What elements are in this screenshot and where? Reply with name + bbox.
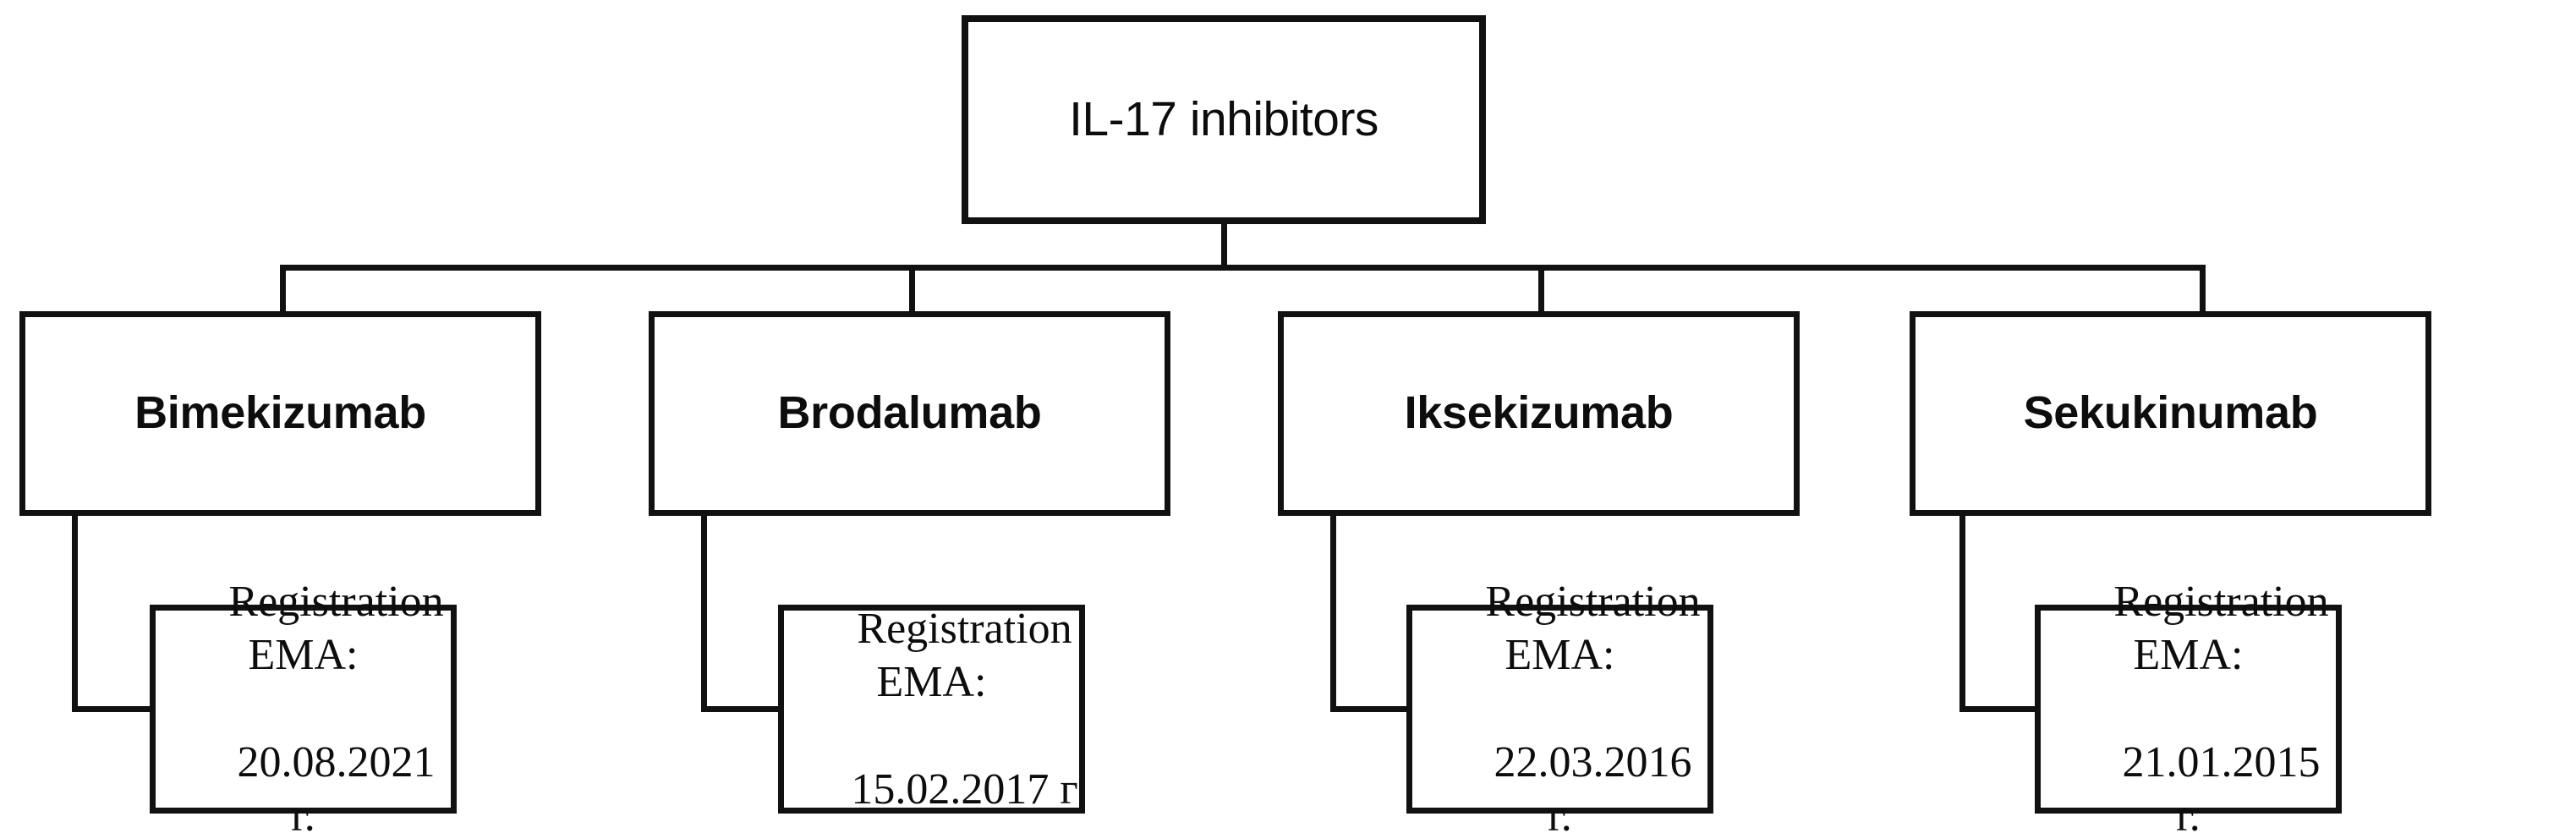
registration-title: Registration EMA: (1485, 577, 1723, 680)
connector-elbow-vertical-sekukinumab (1959, 512, 1965, 712)
node-root-label: IL-17 inhibitors (1069, 91, 1378, 146)
node-drug-label: Iksekizumab (1404, 387, 1674, 439)
node-drug-brodalumab: Brodalumab (649, 311, 1170, 516)
node-registration-bimekizumab: Registration EMA: 20.08.2021 г. (150, 578, 457, 833)
registration-title: Registration EMA: (857, 604, 1083, 707)
node-drug-label: Brodalumab (777, 387, 1042, 439)
registration-date: 22.03.2016 г. (1494, 738, 1703, 833)
node-registration-brodalumab: Registration EMA: 15.02.2017 г (778, 605, 1085, 814)
connector-horizontal-bus (280, 265, 2206, 271)
node-registration-text: Registration EMA: 22.03.2016 г. (1412, 521, 1707, 833)
connector-drop-iksekizumab (1538, 265, 1544, 314)
connector-elbow-horizontal-brodalumab (701, 706, 784, 712)
node-drug-label: Bimekizumab (134, 387, 426, 439)
registration-date: 15.02.2017 г (851, 764, 1078, 814)
connector-elbow-vertical-brodalumab (701, 512, 707, 712)
connector-root-stem (1221, 221, 1227, 271)
node-drug-bimekizumab: Bimekizumab (19, 311, 541, 516)
registration-date: 20.08.2021 г. (237, 738, 447, 833)
node-drug-label: Sekukinumab (2023, 387, 2318, 439)
connector-elbow-vertical-iksekizumab (1330, 512, 1336, 712)
node-registration-text: Registration EMA: 15.02.2017 г (784, 548, 1079, 833)
node-registration-iksekizumab: Registration EMA: 22.03.2016 г. (1406, 578, 1713, 833)
node-root-il17-inhibitors: IL-17 inhibitors (962, 15, 1486, 224)
registration-title: Registration EMA: (228, 577, 455, 680)
connector-drop-sekukinumab (2200, 265, 2206, 314)
connector-elbow-horizontal-iksekizumab (1330, 706, 1412, 712)
connector-elbow-vertical-bimekizumab (72, 512, 78, 712)
node-registration-text: Registration EMA: 21.01.2015 г. (2041, 521, 2336, 833)
node-drug-sekukinumab: Sekukinumab (1910, 311, 2431, 516)
connector-elbow-horizontal-bimekizumab (72, 706, 156, 712)
registration-date: 21.01.2015 г. (2122, 738, 2332, 833)
connector-drop-brodalumab (909, 265, 915, 314)
node-registration-sekukinumab: Registration EMA: 21.01.2015 г. (2035, 578, 2342, 833)
connector-drop-bimekizumab (280, 265, 286, 314)
node-drug-iksekizumab: Iksekizumab (1278, 311, 1800, 516)
connector-elbow-horizontal-sekukinumab (1959, 706, 2041, 712)
registration-title: Registration EMA: (2113, 577, 2340, 680)
node-registration-text: Registration EMA: 20.08.2021 г. (156, 521, 451, 833)
